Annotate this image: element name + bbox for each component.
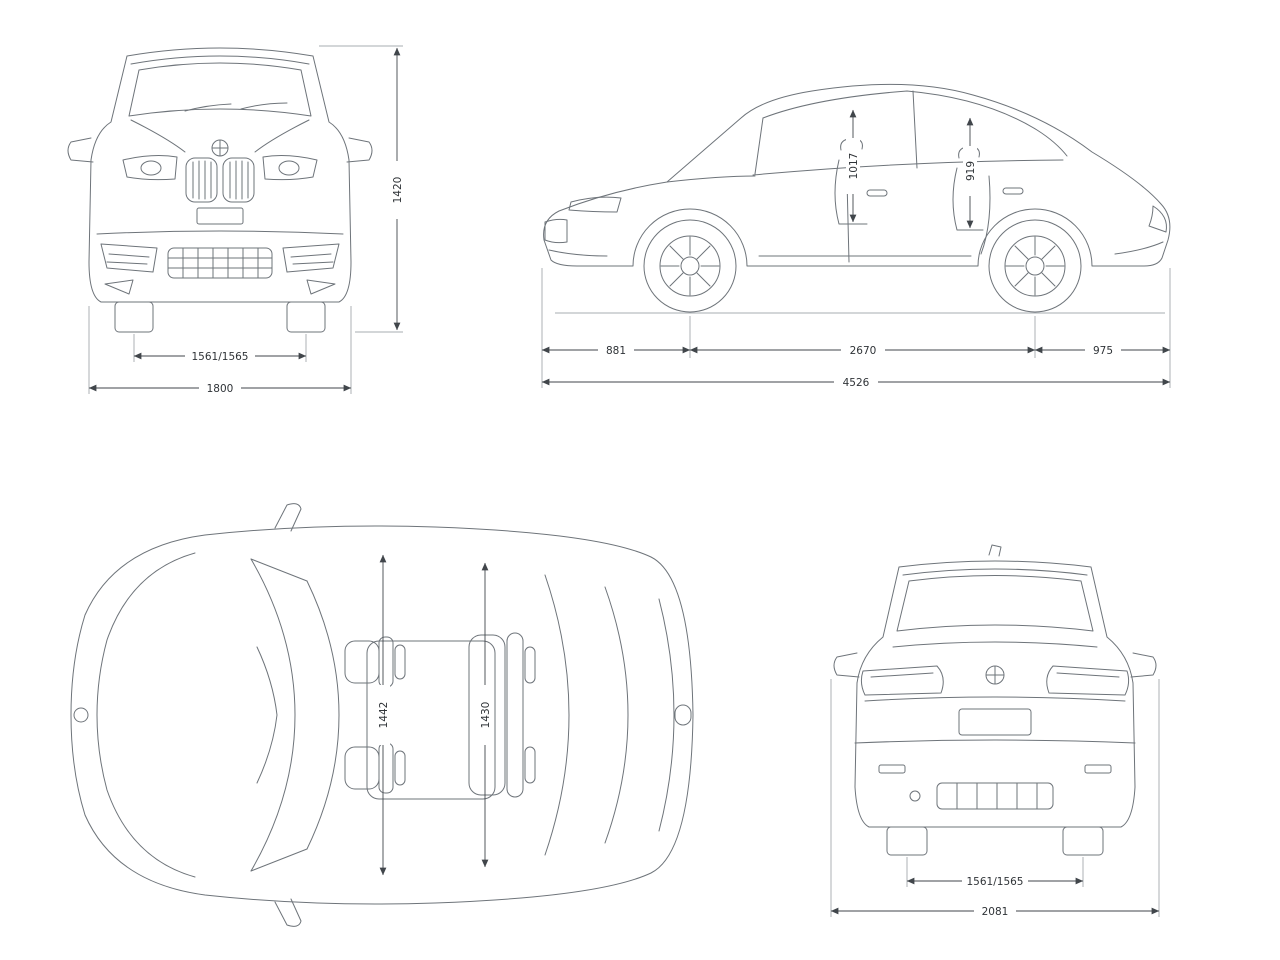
roof-front-edge <box>306 580 340 850</box>
body-outline <box>70 525 694 905</box>
front-seat-left <box>344 746 380 790</box>
top-view-dimensions: 1442 1430 <box>376 554 492 876</box>
front-view-car <box>67 47 373 333</box>
front-track-label: 1561/1565 <box>192 351 249 363</box>
body-outline <box>543 83 1171 267</box>
front-seat <box>834 159 868 225</box>
left-tire <box>114 301 154 333</box>
roof-panel <box>366 640 496 800</box>
length-label: 4526 <box>843 377 870 389</box>
grille <box>544 218 568 244</box>
roof-rear-edge <box>544 574 570 856</box>
rear-seat <box>952 167 984 231</box>
rear-view-drawing: 1561/1565 2081 <box>830 544 1160 918</box>
rear-track-label: 1561/1565 <box>967 876 1024 888</box>
right-taillight <box>1046 665 1130 696</box>
right-mirror <box>1130 652 1157 678</box>
body-outline <box>854 560 1136 828</box>
right-mirror <box>346 137 373 163</box>
left-mirror <box>67 137 94 163</box>
left-reflector <box>878 764 906 774</box>
front-view-dimensions: 1420 1561/1565 1800 <box>88 45 404 395</box>
rear-view-panel: 1561/1565 2081 <box>795 525 1195 925</box>
height-label: 1420 <box>392 177 404 204</box>
taillight <box>1148 205 1167 233</box>
kidney-grille-right <box>222 157 255 203</box>
wheelbase-label: 2670 <box>850 345 877 357</box>
top-view-drawing: 1442 1430 <box>70 503 694 927</box>
side-view-car <box>543 83 1171 313</box>
width-mirrors-label: 2081 <box>982 906 1009 918</box>
windshield-base <box>250 558 296 872</box>
license-plate <box>196 207 244 225</box>
rear-door-handle <box>1002 187 1024 195</box>
diffuser <box>936 782 1054 810</box>
right-headlight <box>262 155 318 181</box>
license-plate <box>958 708 1032 736</box>
headroom-rear-label: 919 <box>965 161 977 181</box>
brand-roundel <box>73 707 89 723</box>
kidney-grille-left <box>185 157 218 203</box>
front-view-drawing: 1420 1561/1565 1800 <box>67 45 404 395</box>
side-view-drawing: 1017 919 881 2670 975 4526 <box>541 83 1171 389</box>
side-view-panel: 1017 919 881 2670 975 4526 <box>515 10 1205 410</box>
rear-wheel <box>988 219 1082 313</box>
front-seat-right <box>344 640 380 684</box>
top-view-panel: 1442 1430 <box>45 495 705 935</box>
rear-overhang-label: 975 <box>1093 345 1113 357</box>
rear-window <box>896 575 1094 632</box>
left-headlight <box>122 155 178 181</box>
lower-intake <box>167 247 273 279</box>
interior-width-front-label: 1442 <box>378 702 390 729</box>
front-wheel <box>643 219 737 313</box>
rear-view-dimensions: 1561/1565 2081 <box>830 679 1160 918</box>
rear-glass-base <box>604 586 629 844</box>
antenna-fin <box>988 544 1002 557</box>
interior-width-rear-label: 1430 <box>480 702 492 729</box>
antenna-fin <box>674 704 692 726</box>
right-mirror <box>274 503 302 532</box>
side-view-dimensions: 1017 919 881 2670 975 4526 <box>541 109 1171 389</box>
right-tire <box>1062 826 1104 856</box>
right-reflector <box>1084 764 1112 774</box>
left-tire <box>886 826 928 856</box>
width-label: 1800 <box>207 383 234 395</box>
left-mirror <box>833 652 860 678</box>
front-door-handle <box>866 189 888 197</box>
right-tire <box>286 301 326 333</box>
front-view-panel: 1420 1561/1565 1800 <box>35 10 455 410</box>
rear-view-car <box>833 544 1157 856</box>
left-taillight <box>860 665 944 696</box>
headlight <box>568 196 622 213</box>
headroom-front-label: 1017 <box>848 153 860 180</box>
top-view-car <box>70 503 694 927</box>
left-mirror <box>274 898 302 927</box>
front-overhang-label: 881 <box>606 345 626 357</box>
rear-bench-back <box>506 632 524 798</box>
